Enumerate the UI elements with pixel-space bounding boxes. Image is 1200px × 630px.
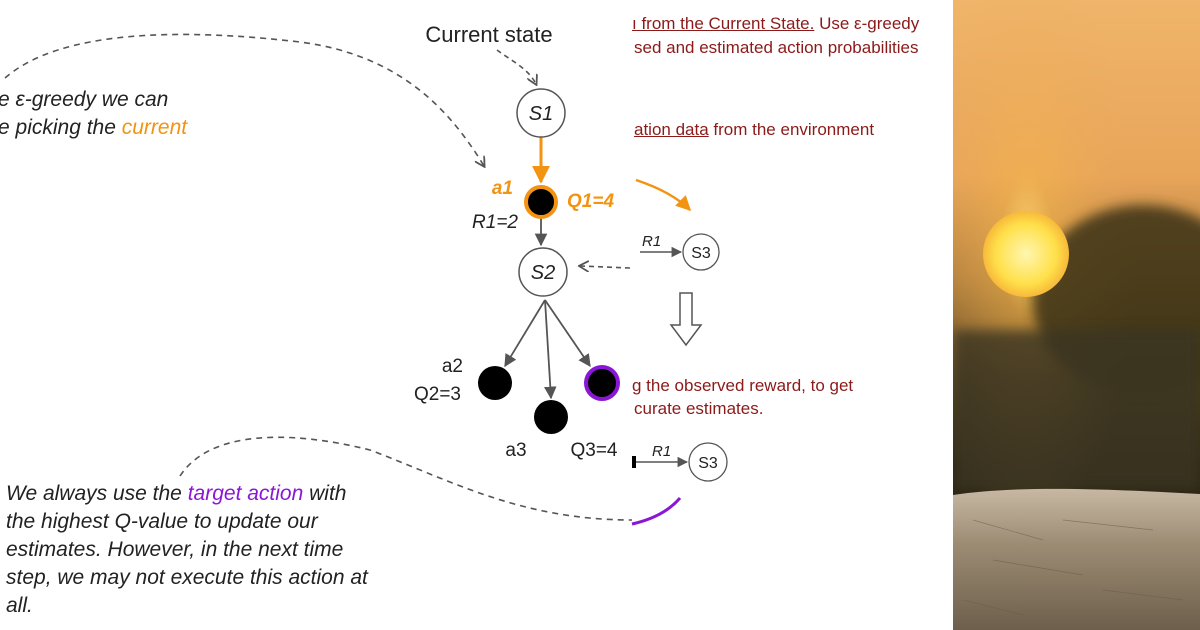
a2-label: a2 (442, 356, 463, 377)
current-state-label: Current state (425, 22, 552, 47)
edge-r1-bottom-stub (632, 456, 636, 468)
sunset-photo-image (953, 0, 1200, 630)
bottom-note-line-1: We always use the target action with (6, 480, 436, 508)
action-a2-node (478, 366, 512, 400)
bottom-note-line-4: step, we may not execute this action at (6, 566, 368, 589)
bottom-note-line-2: the highest Q-value to update our (6, 510, 318, 533)
orange-curve-arrow (635, 178, 692, 212)
hollow-down-arrow-icon (669, 292, 703, 347)
left-note: e ε-greedy we can e picking the current (0, 86, 187, 142)
q2-label: Q2=3 (414, 384, 461, 405)
left-note-line-2-prefix: e picking the (0, 116, 122, 139)
bottom-note: We always use the target action with the… (6, 480, 436, 620)
state-s1-label: S1 (529, 103, 553, 125)
left-note-line-2: e picking the current (0, 114, 187, 142)
right-text-line-1: ı from the Current State. Use ε-greedy (632, 13, 919, 35)
edge-s2-a2 (504, 299, 546, 368)
right-text-link-2[interactable]: ation data (634, 120, 709, 139)
state-s3-bottom-label: S3 (698, 455, 718, 472)
state-s3-top-node (682, 233, 720, 271)
sunset-photo (953, 0, 1200, 630)
q3-label: Q3=4 (570, 440, 617, 461)
right-text-line-5: curate estimates. (634, 399, 764, 418)
left-dashed-curve (4, 33, 484, 166)
right-text-line-2: sed and estimated action probabilities (634, 38, 919, 57)
bottom-note-line-1-suffix: with (303, 482, 347, 505)
state-s2-label: S2 (531, 262, 555, 284)
a1-label: a1 (492, 178, 513, 199)
r1-bottom-label: R1 (652, 443, 671, 460)
action-a1-node (524, 185, 558, 219)
r1-top-label: R1 (642, 233, 661, 250)
purple-curve (631, 497, 682, 526)
state-s2-node (518, 247, 568, 297)
edge-s2-a4 (544, 299, 591, 368)
right-text-line-4: g the observed reward, to get (632, 376, 854, 395)
right-text-line-3-rest: from the environment (708, 120, 875, 139)
a3-label: a3 (505, 440, 526, 461)
state-s1-node (516, 88, 566, 138)
right-text-line-1-rest: Use ε-greedy (814, 14, 920, 33)
bottom-note-line-5: all. (6, 594, 33, 617)
right-text-link-1[interactable]: ı from the Current State. (632, 14, 815, 33)
bottom-note-line-1-prefix: We always use the (6, 482, 188, 505)
bottom-note-highlight: target action (187, 482, 304, 505)
bottom-dashed-curve (179, 436, 633, 521)
r1-label: R1=2 (472, 212, 518, 233)
right-text-line-3: ation data from the environment (634, 119, 874, 141)
left-note-line-1: e ε-greedy we can (0, 88, 169, 111)
action-a3-node (534, 400, 568, 434)
s2-dashed-arrow (580, 266, 631, 268)
left-note-highlight: current (121, 116, 188, 139)
q1-label: Q1=4 (567, 191, 614, 212)
state-s3-top-label: S3 (691, 245, 711, 262)
action-target-node (584, 365, 620, 401)
state-s3-bottom-node (688, 442, 728, 482)
current-state-dashed-arrow (496, 49, 536, 84)
bottom-note-line-3: estimates. However, in the next time (6, 538, 344, 561)
edge-s2-a3 (544, 299, 557, 400)
